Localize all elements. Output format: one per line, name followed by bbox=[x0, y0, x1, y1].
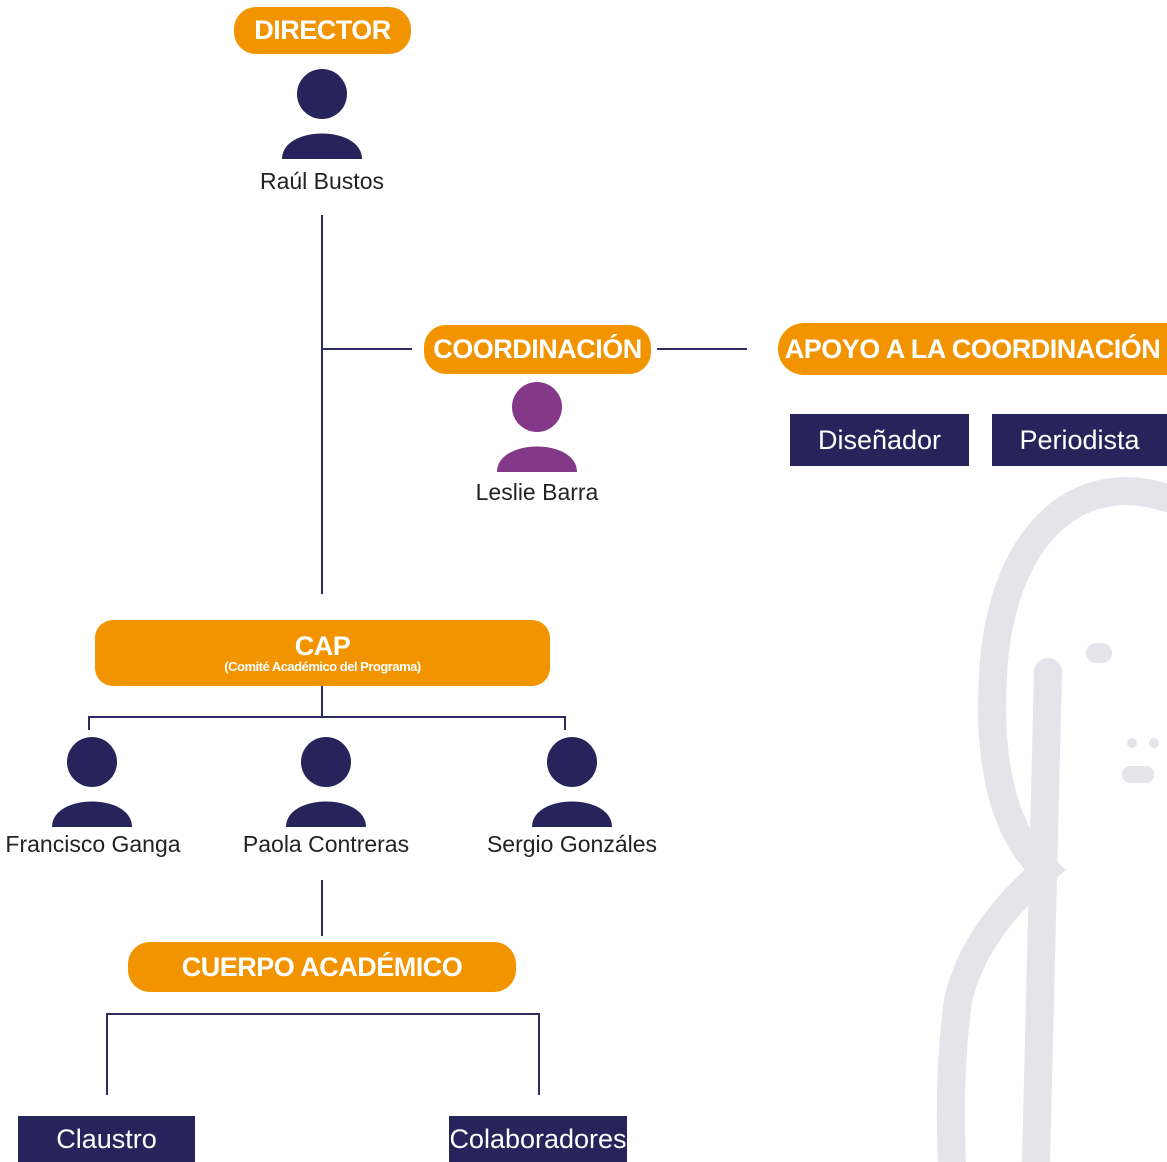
academic-group-colaboradores: Colaboradores bbox=[449, 1116, 627, 1162]
cap-member-1: Francisco Ganga bbox=[5, 831, 181, 857]
connector-to-coordination bbox=[322, 348, 412, 350]
connector-group-left bbox=[106, 1013, 108, 1095]
person-icon bbox=[286, 737, 366, 827]
support-role-designer: Diseñador bbox=[790, 414, 969, 466]
person-icon bbox=[52, 737, 132, 827]
nostril-shape bbox=[1127, 738, 1137, 748]
person-icon bbox=[282, 69, 362, 159]
cap-title-box: CAP (Comité Académico del Programa) bbox=[95, 620, 550, 686]
support-title: APOYO A LA COORDINACIÓN bbox=[778, 323, 1167, 375]
person-icon bbox=[532, 737, 612, 827]
cap-member-2: Paola Contreras bbox=[242, 831, 410, 857]
cap-title: CAP bbox=[294, 631, 351, 661]
connector-academic-span bbox=[106, 1013, 540, 1015]
person-icon bbox=[497, 382, 577, 472]
mouth-shape bbox=[1122, 766, 1154, 783]
connector-member-3 bbox=[564, 716, 566, 730]
connector-to-academic-body bbox=[321, 880, 323, 936]
academic-body-title: CUERPO ACADÉMICO bbox=[128, 942, 516, 992]
coordination-name: Leslie Barra bbox=[475, 479, 599, 505]
director-name: Raúl Bustos bbox=[259, 168, 384, 194]
connector-member-1 bbox=[88, 716, 90, 730]
coordination-title: COORDINACIÓN bbox=[424, 325, 651, 374]
connector-director-down bbox=[321, 215, 323, 594]
cap-member-3: Sergio Gonzáles bbox=[486, 831, 658, 857]
eye-shape bbox=[1086, 643, 1112, 663]
director-title: DIRECTOR bbox=[234, 7, 411, 54]
support-role-journalist: Periodista bbox=[992, 414, 1167, 466]
nostril-shape bbox=[1149, 738, 1159, 748]
connector-cap-branch bbox=[88, 716, 566, 718]
connector-coordination-support bbox=[657, 348, 747, 350]
cap-subtitle: (Comité Académico del Programa) bbox=[224, 659, 421, 675]
connector-group-right bbox=[538, 1013, 540, 1095]
connector-cap-down bbox=[321, 686, 323, 717]
academic-group-claustro: Claustro bbox=[18, 1116, 195, 1162]
